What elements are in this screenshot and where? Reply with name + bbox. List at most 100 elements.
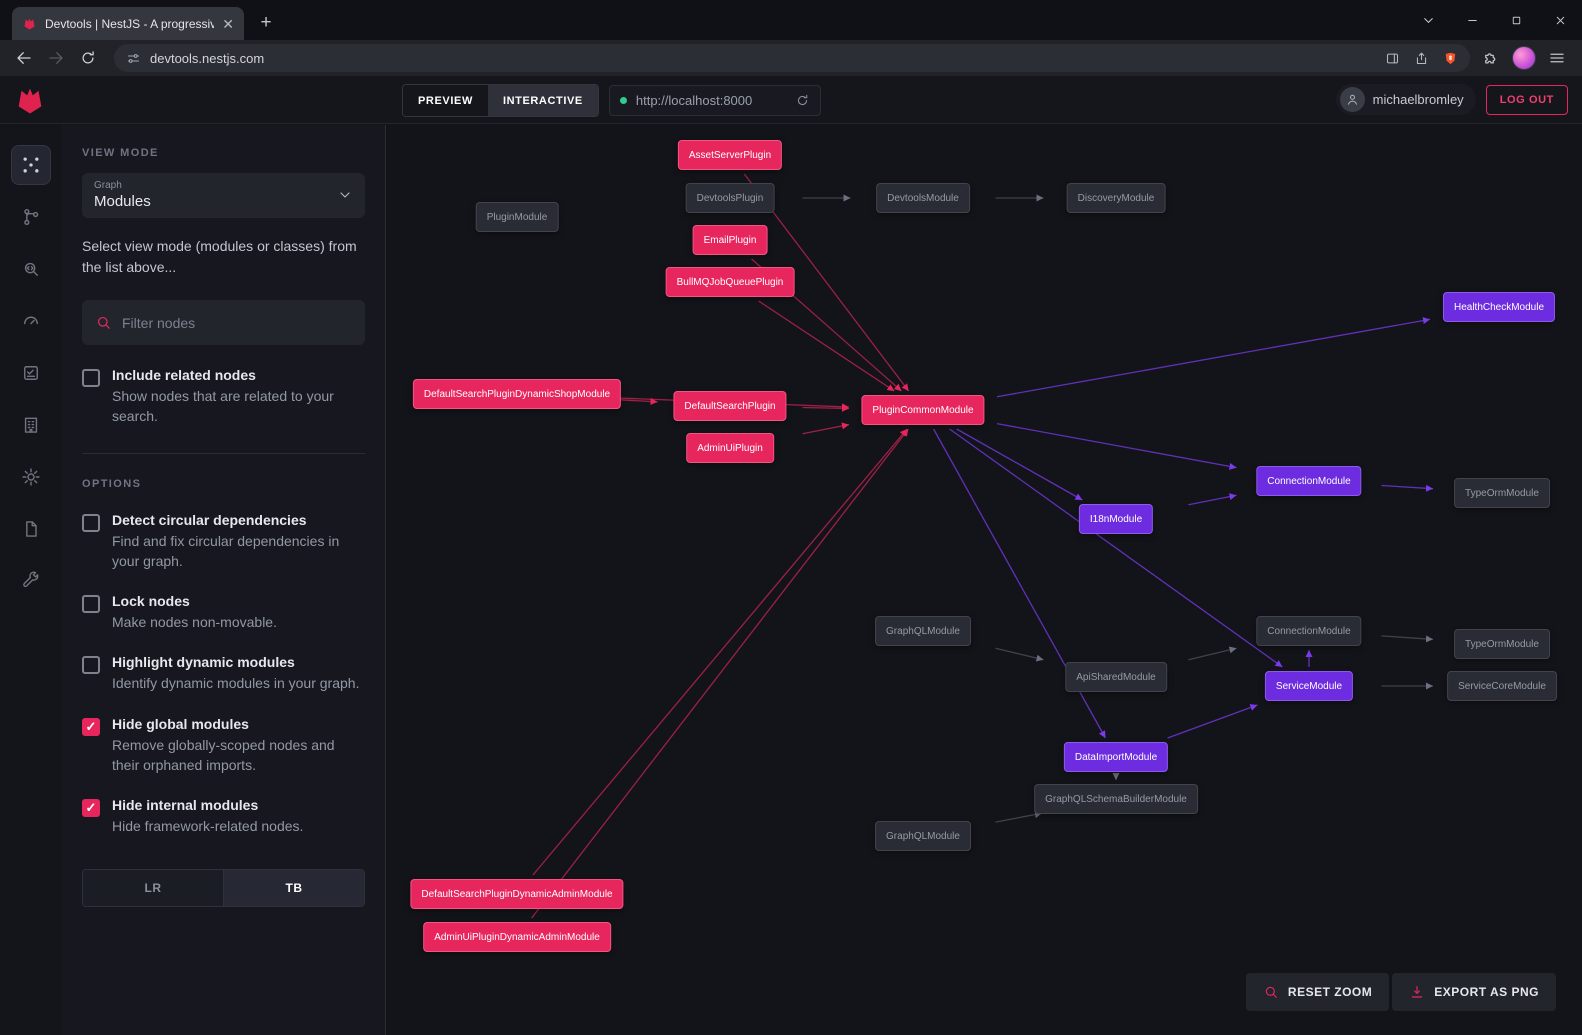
- filter-nodes-input[interactable]: [122, 314, 352, 331]
- close-window-button[interactable]: [1538, 0, 1582, 40]
- rail-item-modules-graph[interactable]: [11, 145, 51, 185]
- graph-node-service-module[interactable]: ServiceModule: [1264, 671, 1354, 701]
- graph-node-service-core-module[interactable]: ServiceCoreModule: [1447, 671, 1557, 701]
- rail-item-audit[interactable]: [11, 353, 51, 393]
- graph-node-default-search-plugin-dynamic-admin-module[interactable]: DefaultSearchPluginDynamicAdminModule: [410, 879, 624, 909]
- graph-node-type-orm-module-2[interactable]: TypeOrmModule: [1454, 629, 1550, 659]
- forward-button[interactable]: [42, 44, 70, 72]
- graph-node-connection-module-2[interactable]: ConnectionModule: [1256, 616, 1362, 646]
- graph-edge-plugin-common-module-to-connection-module-1: [996, 422, 1237, 470]
- graph-node-devtools-plugin[interactable]: DevtoolsPlugin: [685, 183, 775, 213]
- layout-lr-button[interactable]: LR: [83, 869, 223, 906]
- reset-zoom-label: RESET ZOOM: [1287, 985, 1373, 999]
- graph-node-default-search-plugin-dynamic-shop-module[interactable]: DefaultSearchPluginDynamicShopModule: [412, 379, 622, 409]
- maximize-button[interactable]: [1494, 0, 1538, 40]
- graph-edge-connection-module-2-to-type-orm-module-2: [1381, 635, 1434, 643]
- graph-node-connection-module-1[interactable]: ConnectionModule: [1256, 466, 1362, 496]
- graph-edge-admin-ui-plugin-to-plugin-common-module: [802, 422, 850, 435]
- panel-divider: [82, 452, 365, 454]
- graph-node-health-check-module[interactable]: HealthCheckModule: [1442, 292, 1556, 322]
- logout-button[interactable]: LOG OUT: [1485, 84, 1568, 115]
- include-related-nodes-checkbox[interactable]: [82, 369, 100, 387]
- option-1-label: Lock nodes: [112, 593, 190, 610]
- option-0-checkbox[interactable]: [82, 513, 100, 532]
- graph-node-admin-ui-plugin[interactable]: AdminUiPlugin: [686, 433, 774, 463]
- option-3-checkbox[interactable]: ✓: [82, 717, 100, 736]
- graph-node-devtools-module[interactable]: DevtoolsModule: [876, 183, 970, 213]
- icon-rail: [0, 125, 62, 1035]
- option-0-description: Find and fix circular dependencies in yo…: [112, 532, 340, 569]
- rail-item-inspect[interactable]: [11, 249, 51, 289]
- download-icon: [1409, 984, 1425, 1000]
- graph-node-plugin-common-module[interactable]: PluginCommonModule: [861, 395, 985, 425]
- url-text: devtools.nestjs.com: [150, 50, 265, 66]
- url-bar[interactable]: devtools.nestjs.com: [114, 44, 1470, 72]
- graph-node-graphql-module-2[interactable]: GraphQLModule: [875, 821, 971, 851]
- option-4-checkbox[interactable]: ✓: [82, 799, 100, 818]
- brave-shields-icon[interactable]: [1443, 51, 1458, 66]
- graph-node-i18n-module[interactable]: I18nModule: [1078, 504, 1154, 534]
- browser-tab[interactable]: Devtools | NestJS - A progressive... ✕: [12, 7, 244, 40]
- options-heading: OPTIONS: [82, 477, 142, 490]
- rail-item-docs[interactable]: [11, 509, 51, 549]
- new-tab-button[interactable]: +: [260, 12, 272, 33]
- graph-node-plugin-module[interactable]: PluginModule: [475, 202, 559, 232]
- layout-tb-button[interactable]: TB: [223, 869, 364, 906]
- tab-title: Devtools | NestJS - A progressive...: [45, 16, 215, 31]
- option-2-checkbox[interactable]: [82, 656, 100, 675]
- graph-edge-default-search-plugin-dynamic-admin-module-to-plugin-common-module: [532, 428, 908, 876]
- graph-node-type-orm-module-1[interactable]: TypeOrmModule: [1454, 478, 1550, 508]
- graph-edge-plugin-common-module-to-service-module: [949, 428, 1283, 668]
- graph-node-api-shared-module[interactable]: ApiSharedModule: [1065, 662, 1167, 692]
- option-2-description: Identify dynamic modules in your graph.: [112, 675, 360, 692]
- graph-node-discovery-module[interactable]: DiscoveryModule: [1066, 183, 1166, 213]
- sidebar-icon[interactable]: [1385, 51, 1400, 66]
- export-png-button[interactable]: EXPORT AS PNG: [1392, 973, 1556, 1011]
- site-settings-icon[interactable]: [126, 51, 141, 66]
- connection-status-dot: [619, 97, 627, 104]
- browser-profile-avatar[interactable]: [1512, 46, 1536, 70]
- graph-node-graphql-module-1[interactable]: GraphQLModule: [875, 616, 971, 646]
- rail-item-tools[interactable]: [11, 561, 51, 601]
- browser-tabstrip: Devtools | NestJS - A progressive... ✕ +: [0, 0, 1582, 40]
- minimize-button[interactable]: [1450, 0, 1494, 40]
- refresh-target-icon[interactable]: [795, 93, 810, 108]
- back-button[interactable]: [10, 44, 38, 72]
- graph-node-data-import-module[interactable]: DataImportModule: [1063, 742, 1169, 772]
- document-icon: [21, 519, 41, 539]
- reload-button[interactable]: [74, 44, 102, 72]
- building-icon: [21, 415, 41, 435]
- app-header: PREVIEW INTERACTIVE http://localhost:800…: [0, 76, 1582, 124]
- extensions-icon[interactable]: [1482, 49, 1500, 67]
- graph-edge-i18n-module-to-connection-module-1: [1188, 493, 1237, 506]
- close-tab-icon[interactable]: ✕: [222, 15, 234, 32]
- gauge-icon: [21, 311, 41, 331]
- graph-node-admin-ui-plugin-dynamic-admin-module[interactable]: AdminUiPluginDynamicAdminModule: [423, 922, 611, 952]
- layout-direction-toggle: LR TB: [82, 868, 365, 907]
- option-1-checkbox[interactable]: [82, 595, 100, 614]
- menu-icon[interactable]: [1548, 49, 1566, 67]
- graph-node-default-search-plugin[interactable]: DefaultSearchPlugin: [673, 391, 787, 421]
- share-icon[interactable]: [1414, 51, 1429, 66]
- graph-node-email-plugin[interactable]: EmailPlugin: [692, 225, 768, 255]
- reset-zoom-button[interactable]: RESET ZOOM: [1245, 973, 1390, 1011]
- view-mode-select[interactable]: Graph Modules: [82, 173, 365, 218]
- graph-node-bullmq-job-queue-plugin[interactable]: BullMQJobQueuePlugin: [665, 267, 795, 297]
- graph-node-asset-server-plugin[interactable]: AssetServerPlugin: [677, 140, 783, 170]
- rail-item-organization[interactable]: [11, 405, 51, 445]
- tab-search-button[interactable]: [1406, 0, 1450, 40]
- interactive-tab[interactable]: INTERACTIVE: [487, 85, 598, 116]
- search-code-icon: [21, 259, 41, 279]
- preview-tab[interactable]: PREVIEW: [403, 85, 488, 116]
- graph-node-graphql-schema-builder-module[interactable]: GraphQLSchemaBuilderModule: [1034, 784, 1198, 814]
- rail-item-settings[interactable]: [11, 457, 51, 497]
- target-url-box[interactable]: http://localhost:8000: [608, 85, 821, 116]
- rail-item-performance[interactable]: [11, 301, 51, 341]
- minimize-icon: [1466, 14, 1479, 27]
- rail-item-classes-graph[interactable]: [11, 197, 51, 237]
- option-3-description: Remove globally-scoped nodes and their o…: [112, 736, 335, 774]
- nestjs-logo-icon: [13, 83, 47, 117]
- target-url-text: http://localhost:8000: [635, 93, 753, 108]
